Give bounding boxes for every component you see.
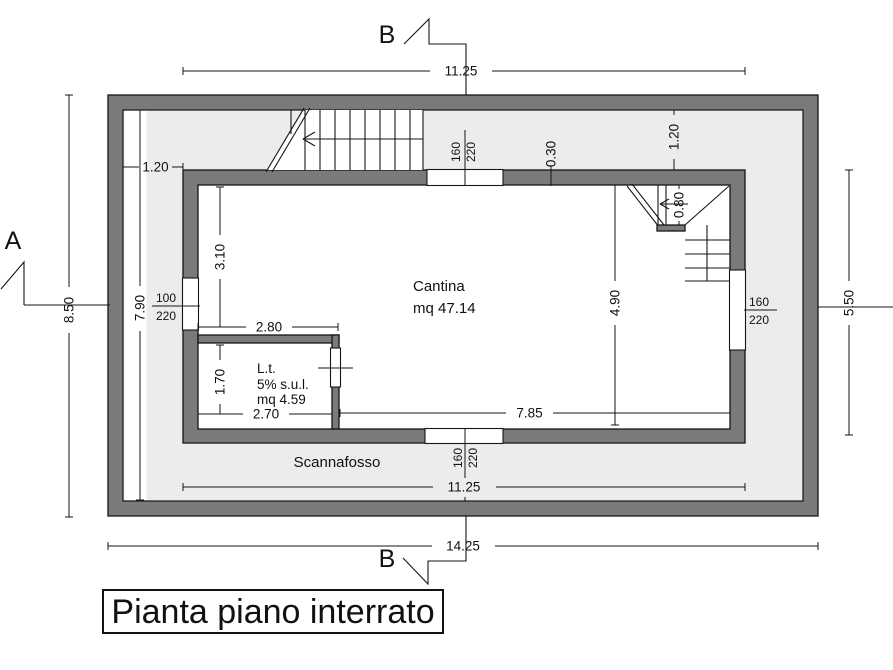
lt-area: mq 4.59 (257, 392, 306, 407)
right-window-width: 160 (749, 295, 769, 309)
section-markers: A B B (0, 17, 467, 586)
lt-name: L.t. (257, 361, 276, 376)
top-staircase (265, 107, 424, 173)
bottom-window-width: 160 (451, 448, 465, 468)
stair-stub-wall (656, 224, 686, 232)
lt-room-top-wall (197, 334, 340, 344)
dim-inner-width-top: 11.25 (445, 64, 478, 79)
cantina-name: Cantina (413, 278, 465, 295)
dim-cantina-height: 4.90 (608, 290, 623, 316)
dim-outer-height: 8.50 (62, 297, 77, 323)
left-door-height: 220 (156, 309, 176, 323)
section-a-letter: A (5, 227, 22, 255)
dim-gap-left: 1.20 (142, 160, 168, 175)
top-window-height: 220 (464, 142, 478, 162)
bottom-window-opening (424, 427, 504, 445)
section-marker-a: A (0, 227, 25, 305)
dim-wall-thickness: 0.30 (544, 141, 559, 167)
bottom-window-height: 220 (466, 448, 480, 468)
left-door-width: 100 (156, 291, 176, 305)
stair-direction-arrow (302, 131, 423, 147)
top-window-width: 160 (449, 142, 463, 162)
dim-gap-right: 1.20 (667, 124, 682, 150)
left-door-opening (181, 277, 200, 331)
dim-court-inner-height: 7.90 (133, 295, 148, 321)
cantina-room (197, 184, 731, 430)
corner-stair-break-line (626, 183, 665, 228)
lt-sul: 5% s.u.l. (257, 377, 309, 392)
walls (107, 94, 819, 517)
dim-outer-width: 14.25 (446, 539, 480, 554)
scannafosso-label: Scannafosso (294, 454, 381, 471)
corner-staircase (626, 183, 730, 282)
stair-tread-area (268, 110, 423, 170)
winder-diagonal (684, 185, 730, 226)
dimension-lines (24, 67, 893, 550)
right-window-opening (728, 269, 747, 351)
section-b-top-letter: B (379, 21, 396, 49)
section-b-bottom-letter: B (379, 545, 396, 573)
title-block: Pianta piano interrato (102, 589, 444, 634)
dim-lt-height: 1.70 (213, 369, 228, 395)
dim-lt-width-bottom: 2.70 (253, 407, 279, 422)
room-labels: Cantina mq 47.14 L.t. 5% s.u.l. mq 4.59 … (257, 278, 476, 471)
section-marker-b-bottom: B (379, 516, 467, 586)
corner-stair-arrow (659, 198, 708, 281)
plan-title: Pianta piano interrato (111, 593, 434, 631)
dim-inner-width-bottom: 11.25 (448, 480, 481, 495)
dimension-labels: 11.25 1.20 2.80 2.70 7.85 11.25 14.25 8.… (62, 64, 857, 554)
right-window-height: 220 (749, 313, 769, 327)
dim-cantina-upper-height: 3.10 (213, 244, 228, 270)
dim-stair-width: 0.80 (672, 192, 687, 218)
section-marker-b-top: B (379, 17, 467, 95)
dim-inner-height-right: 5.50 (842, 290, 857, 316)
dim-lt-width-top: 2.80 (256, 320, 282, 335)
left-inner-margin (124, 111, 147, 500)
cantina-area: mq 47.14 (413, 300, 476, 317)
stair-break-line (265, 107, 311, 173)
dim-cantina-width: 7.85 (516, 406, 542, 421)
